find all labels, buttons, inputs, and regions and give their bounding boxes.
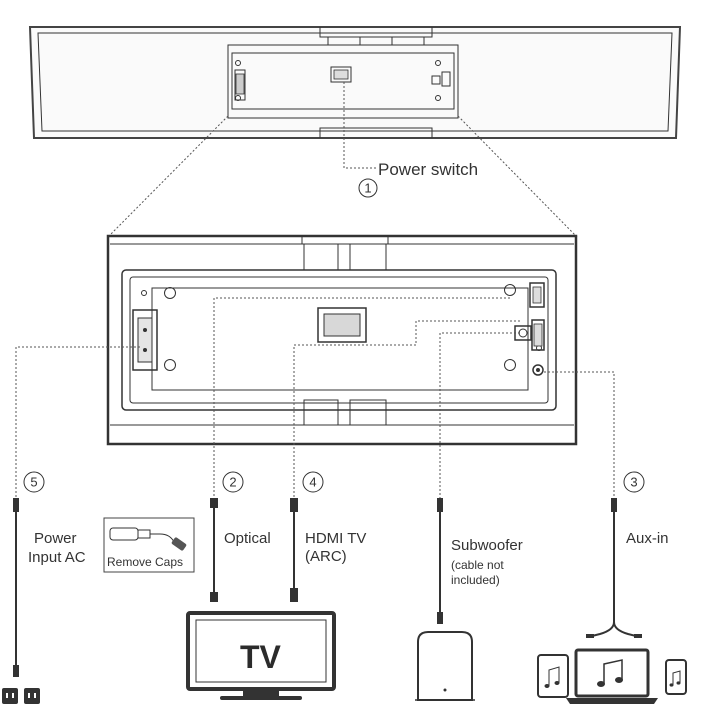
subwoofer-cable <box>437 498 443 624</box>
zoom-guide-right <box>457 115 578 238</box>
optical-label: Optical <box>224 530 271 547</box>
tablet-illustration <box>537 654 569 698</box>
hdmi-cable <box>290 498 298 602</box>
laptop-illustration <box>566 648 658 704</box>
power-input-label-line2: Input AC <box>28 549 86 566</box>
subwoofer-note-line2: included) <box>451 573 500 587</box>
soundbar-top-view <box>28 26 682 139</box>
power-plug-icon <box>2 688 40 704</box>
power-switch-label: Power switch <box>378 160 478 179</box>
hdmi-connector-icon <box>290 498 298 512</box>
power-cable <box>2 498 40 704</box>
remove-caps-label: Remove Caps <box>107 555 183 569</box>
step-numbers: 5 2 4 3 <box>23 471 645 493</box>
step-number-4: 4 <box>309 475 316 490</box>
power-input-label-line1: Power <box>34 530 77 547</box>
power-switch-callout: Power switch 1 <box>343 82 478 198</box>
tv-label: TV <box>240 639 282 675</box>
aux-cable <box>586 498 642 638</box>
step-number-5: 5 <box>30 475 37 490</box>
tv-illustration: TV <box>186 611 336 700</box>
step-number-3: 3 <box>630 475 637 490</box>
step-number-2: 2 <box>229 475 236 490</box>
soundbar-zoomed-panel <box>106 234 578 446</box>
optical-connector-icon <box>109 527 187 551</box>
zoom-guide-left <box>107 115 229 238</box>
music-note-icon <box>544 666 560 688</box>
subwoofer-illustration <box>415 631 475 701</box>
aux-in-label: Aux-in <box>626 530 669 547</box>
music-note-icon <box>597 659 623 687</box>
subwoofer-label: Subwoofer <box>451 537 523 554</box>
leader-lines <box>15 297 615 498</box>
remove-caps-box: Remove Caps <box>103 517 195 573</box>
phone-illustration <box>665 659 687 695</box>
hdmi-label-line1: HDMI TV <box>305 530 366 547</box>
optical-cable <box>210 498 218 602</box>
hdmi-label-line2: (ARC) <box>305 548 347 565</box>
subwoofer-note-line1: (cable not <box>451 558 504 572</box>
step-number-1: 1 <box>364 181 371 196</box>
music-note-icon <box>669 670 681 687</box>
